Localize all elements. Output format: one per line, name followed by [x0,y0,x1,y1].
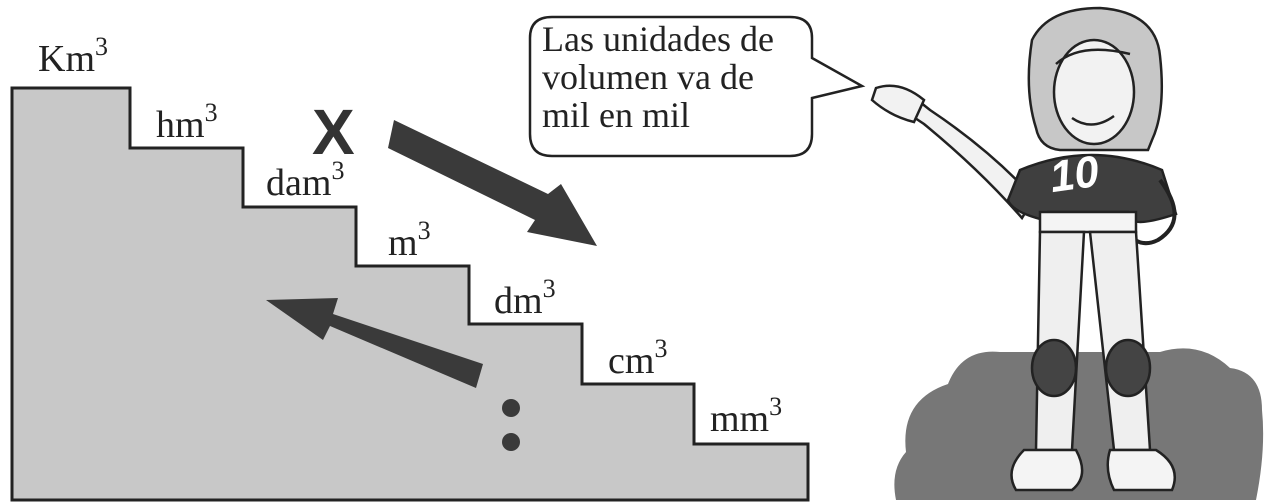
speech-bubble [528,15,866,158]
staircase [10,86,810,502]
multiply-icon: X [312,96,355,168]
unit-label-cm3: cm3 [608,334,668,382]
divide-dot-top [502,399,520,417]
speech-bubble-text: Las unidades de volumen va de mil en mil [542,20,802,134]
speech-line: volumen va de [542,57,754,97]
divide-arrow [266,298,483,388]
unit-label-dm3: dm3 [494,274,556,322]
unit-label-km3: Km3 [38,32,108,80]
girl-illustration [870,6,1178,492]
multiply-arrow [388,120,597,246]
unit-label-mm3: mm3 [710,392,783,440]
unit-label-dam3: dam3 [266,156,345,204]
divide-dot-bottom [502,433,520,451]
unit-label-hm3: hm3 [156,98,218,146]
unit-label-m3: m3 [388,216,431,264]
speech-line: mil en mil [542,95,690,135]
shirt-number: 10 [1046,146,1103,203]
speech-line: Las unidades de [542,19,774,59]
